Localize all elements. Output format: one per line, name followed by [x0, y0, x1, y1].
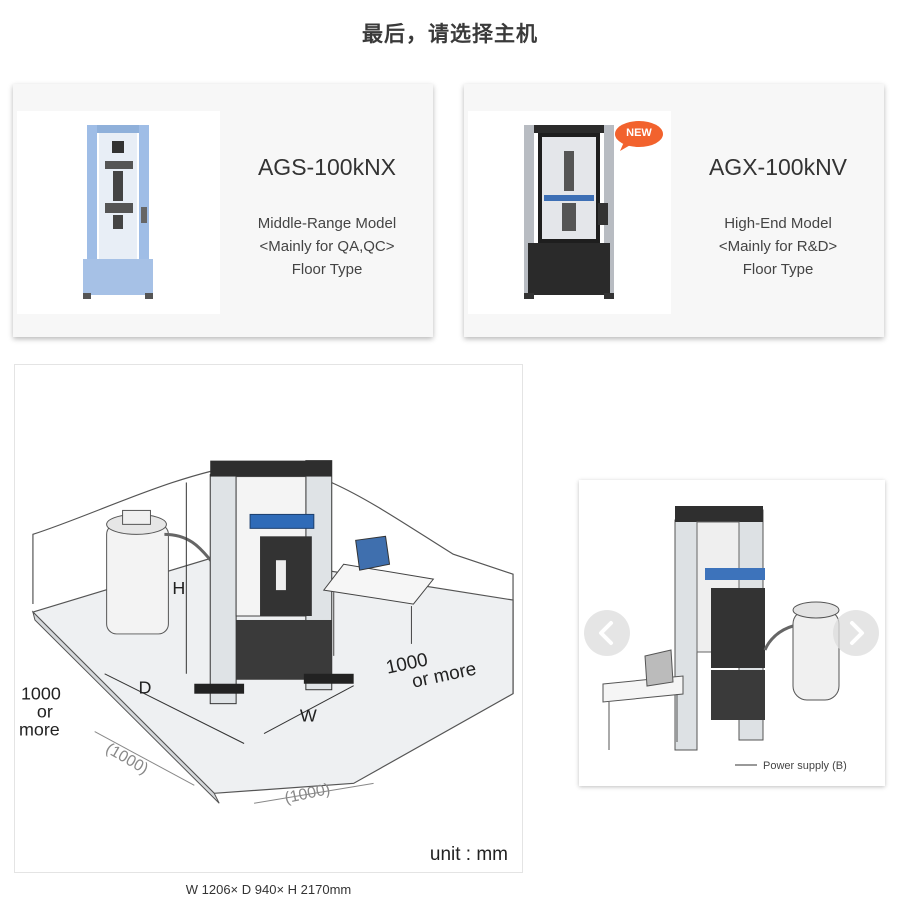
carousel-caption: Power supply (B) [763, 760, 847, 772]
svg-text:or: or [37, 702, 53, 722]
svg-text:more: more [19, 720, 60, 740]
product-image-ags [17, 111, 220, 314]
svg-text:W: W [300, 706, 317, 726]
new-badge: NEW [614, 120, 664, 152]
product-card-agx-100knv[interactable]: NEW AGX-100kNV High-End Model <Mainly fo… [464, 84, 884, 337]
model-name: AGX-100kNV [708, 154, 848, 180]
page-title: 最后，请选择主机 [362, 22, 538, 46]
svg-text:H: H [172, 578, 185, 598]
svg-text:D: D [139, 678, 152, 698]
unit-label: unit : mm [429, 844, 508, 865]
model-description: High-End Model <Mainly for R&D> Floor Ty… [718, 215, 838, 278]
image-carousel: Power supply (B) [579, 480, 885, 786]
model-name: AGS-100kNX [257, 154, 397, 180]
chevron-left-icon [599, 621, 613, 645]
product-card-ags-100knx[interactable]: AGS-100kNX Middle-Range Model <Mainly fo… [13, 84, 433, 337]
model-description: Middle-Range Model <Mainly for QA,QC> Fl… [257, 215, 397, 278]
carousel-next-button[interactable] [833, 610, 879, 656]
svg-text:1000: 1000 [21, 684, 61, 704]
carousel-prev-button[interactable] [584, 610, 630, 656]
chevron-right-icon [850, 621, 864, 645]
machine-photo [602, 506, 840, 766]
installation-space-diagram: H D W 1000 or more 1000 or more (1000) (… [14, 364, 523, 873]
svg-text:(1000): (1000) [103, 740, 151, 778]
dimensions-text: W 1206× D 940× H 2170mm [185, 882, 352, 897]
